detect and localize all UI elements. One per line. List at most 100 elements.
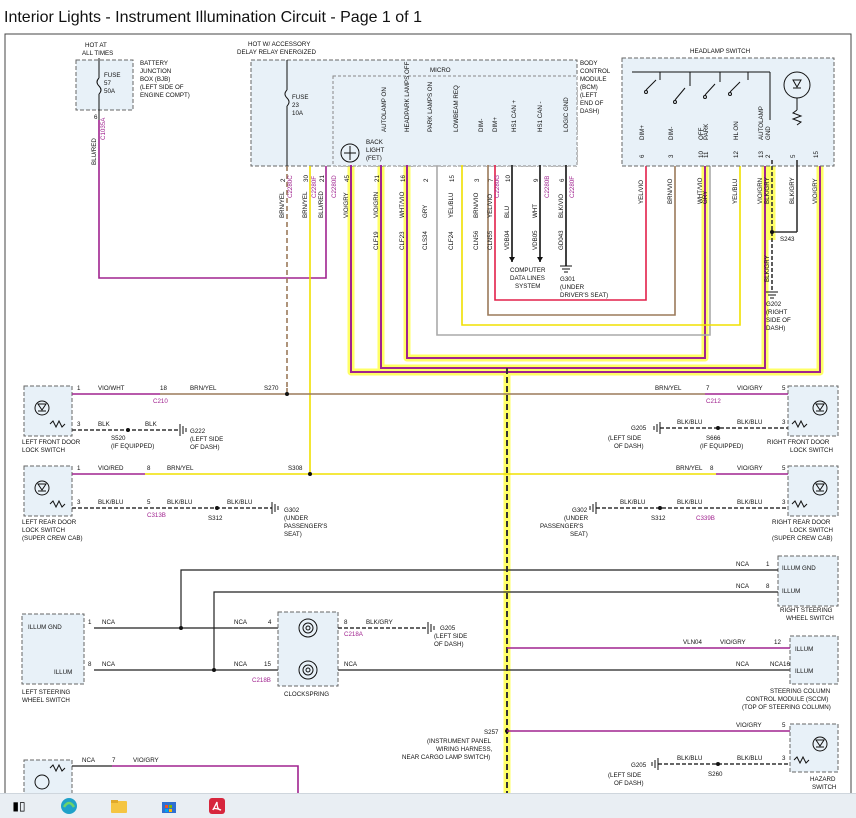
g302-left-name: G302 [284, 507, 300, 514]
lr-door-splice-gnd: S312 [208, 515, 223, 522]
g202-desc-1: (RIGHT [766, 309, 788, 316]
g202-desc-3: DASH) [766, 325, 785, 332]
bcm-pin-6: 2 [423, 178, 430, 182]
acrobat-pdf-icon[interactable] [208, 797, 226, 815]
bjb-desc-4: (LEFT SIDE OF [140, 84, 184, 91]
lf-door-splice-gnd-note: (IF EQUIPPED) [111, 443, 154, 450]
edge-browser-glyph [61, 798, 77, 814]
lr-door-pin4: 5 [147, 499, 151, 506]
rf-door-gnd-wire2: BLK/BLU [737, 419, 762, 426]
hazard-switch: HAZARD SWITCH [789, 723, 839, 791]
bcm-backlight-1: BACK [366, 139, 384, 146]
task-view-icon[interactable]: ▮▯ [10, 797, 28, 815]
bcm-input-6: HS1 CAN + [511, 99, 518, 132]
bcm-circuit-5: CLN55 [487, 230, 494, 250]
s257-desc-3: NEAR CARGO LAMP SWITCH) [402, 754, 490, 761]
hazard-gnd-wire2: BLK/BLU [737, 755, 762, 762]
lf-door-splice: S270 [264, 385, 279, 392]
data-lines-2: DATA LINES [510, 275, 545, 282]
rf-door-pin: 7 [706, 385, 710, 392]
bcm-conn-6: C2280F [569, 176, 576, 198]
ground-g302-right: G302 (UNDER PASSENGER'S SEAT) [540, 502, 597, 538]
clockspring-wire-a: NCA [234, 619, 248, 626]
l-steering-wire1: NCA [102, 619, 116, 626]
bcm-wires [286, 160, 821, 475]
bjb-desc-1: BATTERY [140, 60, 168, 67]
bcm-wire-2: BLU/RED [318, 191, 325, 218]
hs-pin-0: 6 [639, 154, 646, 158]
hs-input-3: PARK [703, 123, 710, 140]
g222-desc-1: (LEFT SIDE [190, 436, 223, 443]
hazard-gnd-wire: BLK/BLU [677, 755, 702, 762]
clockspring-pin-b: 15 [264, 661, 271, 668]
lr-door-pin1: 1 [77, 465, 81, 472]
microsoft-store-icon[interactable] [160, 797, 178, 815]
r-steering-pin1: 1 [766, 561, 770, 568]
bcm-hot-label-1: HOT W/ ACCESSORY [248, 41, 310, 48]
splice-s257: S257 (INSTRUMENT PANEL WIRING HARNESS, N… [402, 729, 509, 761]
bcm-fuse-number: 23 [292, 102, 299, 109]
sccm-row1: ILLUM [795, 646, 813, 653]
lr-door-gnd-wire2: BLK/BLU [167, 499, 192, 506]
lr-door-pin3: 3 [77, 499, 81, 506]
clockspring-wire-c: NCA [344, 661, 358, 668]
s257-name: S257 [484, 729, 499, 736]
ground-g222: G222 (LEFT SIDE OF DASH) [179, 424, 223, 451]
ground-g302-left: G302 (UNDER PASSENGER'S SEAT) [271, 502, 327, 538]
lr-door-conn: C313B [147, 512, 166, 519]
clockspring-name: CLOCKSPRING [284, 691, 329, 698]
g302-left-desc-3: SEAT) [284, 531, 302, 538]
hs-wire-8: VIO/GRY [812, 178, 819, 204]
right-steering-wheel-switch: ILLUM GND ILLUM RIGHT STEERING WHEEL SWI… [777, 555, 839, 622]
g205-rf-desc-1: (LEFT SIDE [608, 435, 641, 442]
bcm-wire-0: BRN/YEL [279, 191, 286, 218]
hs-wire-6: BLK/GRY [764, 177, 771, 204]
sccm-wire2b: NCA [770, 661, 784, 668]
microsoft-store-glyph [162, 802, 176, 813]
bcm-wire-9: YEL/VIO [487, 194, 494, 218]
rf-door-gnd-wire: BLK/BLU [677, 419, 702, 426]
rf-door-pin-gnd: 3 [782, 419, 786, 426]
bcm-wire-6: GRY [422, 205, 429, 218]
l-steering-wire2: NCA [102, 661, 116, 668]
lr-door-gnd-wire3: BLK/BLU [227, 499, 252, 506]
bcm-circuit-6: VDB04 [504, 230, 511, 250]
bcm-conn-4: C2280G [494, 175, 501, 198]
bcm-pin-9: 7 [488, 178, 495, 182]
bcm-desc-5: (LEFT [580, 92, 597, 99]
bcm-conn-3: C2280D [331, 175, 338, 198]
edge-browser-icon[interactable] [60, 797, 78, 815]
lf-door-pin2: 18 [160, 385, 167, 392]
bcm-input-7: HS1 CAN - [537, 101, 544, 132]
rf-door-name-2: LOCK SWITCH [790, 447, 833, 454]
lf-door-gnd-wire2: BLK [145, 421, 158, 428]
headlamp-switch-wires [771, 160, 798, 290]
clockspring: CLOCKSPRING [277, 611, 339, 698]
clockspring-pin-a: 4 [268, 619, 272, 626]
rf-door-splice-gnd: S666 [706, 435, 721, 442]
clockspring-pin-c: 8 [344, 619, 348, 626]
taskbar: ▮▯ [0, 793, 856, 818]
lf-door-splice-gnd: S520 [111, 435, 126, 442]
lf-door-wire2: BRN/YEL [190, 385, 217, 392]
bjb-conn: C1035A [100, 117, 107, 140]
data-lines-3: SYSTEM [515, 283, 540, 290]
bcm-pin-5: 16 [400, 175, 407, 182]
bcm-wire-11: WHT [532, 204, 539, 218]
file-explorer-icon[interactable] [110, 797, 128, 815]
bcm-desc-6: END OF [580, 100, 604, 107]
bcm-circuit-4: CLN56 [473, 230, 480, 250]
bcm-conn-1: C2280C [287, 175, 294, 198]
rr-door-wire: VIO/GRY [737, 465, 763, 472]
lr-door-wire2: BRN/YEL [167, 465, 194, 472]
g205-hz-desc-1: (LEFT SIDE [608, 772, 641, 779]
rr-door-gnd-wire3: BLK/BLU [737, 499, 762, 506]
g302-left-desc-1: (UNDER [284, 515, 309, 522]
bcm-input-1: HEADPARK LAMPS OFF [404, 61, 411, 132]
rr-door-pin-gnd: 3 [782, 499, 786, 506]
g205-cs-desc-1: (LEFT SIDE [434, 633, 467, 640]
lf-door-bus [160, 388, 507, 395]
r-steering-wire2: NCA [736, 583, 750, 590]
rf-door-splice-gnd-note: (IF EQUIPPED) [700, 443, 743, 450]
